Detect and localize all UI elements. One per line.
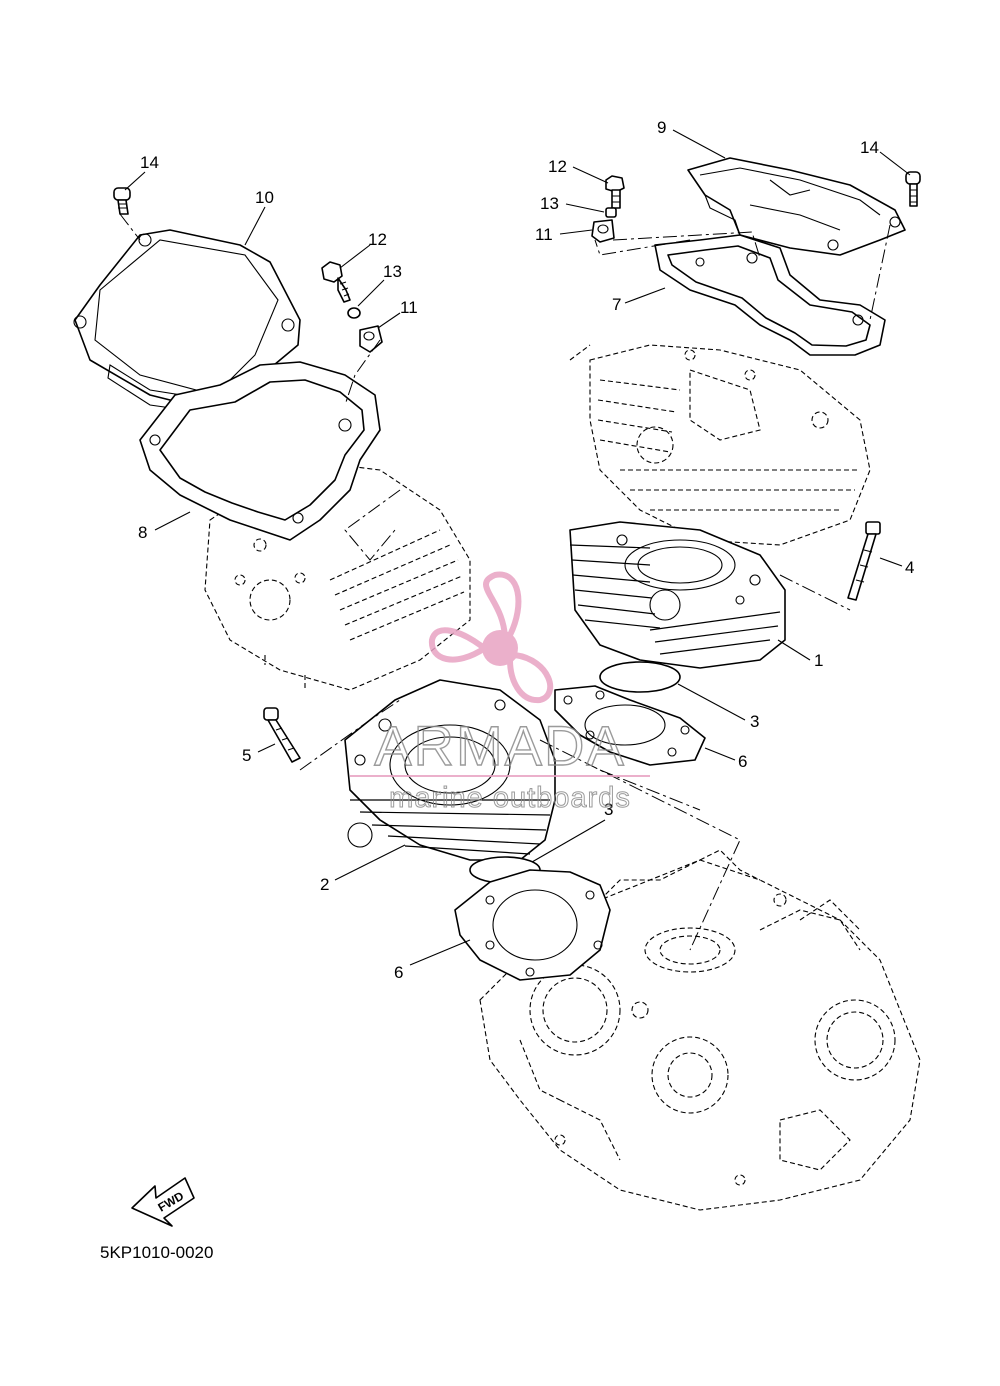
propeller-logo <box>428 571 554 704</box>
bolt-4 <box>847 521 881 601</box>
washer-13-left <box>347 307 361 319</box>
callout-8: 8 <box>138 523 147 542</box>
cylinder-right <box>569 521 786 669</box>
left-cylinder-head-outline <box>204 459 471 691</box>
assembly-center-lines <box>119 213 891 951</box>
callout-12: 12 <box>368 230 387 249</box>
armada-watermark: ARMADA marine outboards <box>350 571 650 815</box>
callout-5: 5 <box>242 746 251 765</box>
callout-13: 13 <box>540 194 559 213</box>
head-cover-gasket-left <box>139 361 381 541</box>
callout-labels: 14 10 12 13 11 8 5 2 3 6 9 14 12 13 11 7… <box>138 118 914 982</box>
callout-11: 11 <box>535 225 553 244</box>
callout-13: 13 <box>383 262 402 281</box>
callout-14: 14 <box>140 153 159 172</box>
callout-12: 12 <box>548 157 567 176</box>
washer-13-right <box>605 207 617 218</box>
o-ring-right <box>599 661 681 693</box>
crankcase-outline <box>479 849 921 1211</box>
callout-2: 2 <box>320 875 329 894</box>
bolt-14-left <box>113 187 131 215</box>
callout-10: 10 <box>255 188 274 207</box>
grommet-11-right <box>591 219 615 243</box>
right-cylinder-head-outline <box>569 344 871 546</box>
bolt-5 <box>263 707 301 763</box>
callout-leaders <box>124 129 911 966</box>
callout-9: 9 <box>657 118 666 137</box>
callout-1: 1 <box>814 651 823 670</box>
callout-6: 6 <box>394 963 403 982</box>
watermark-tagline: marine outboards <box>389 782 631 814</box>
callout-14: 14 <box>860 138 879 157</box>
bolt-12-left <box>321 261 351 303</box>
head-cover-right <box>687 157 906 256</box>
callout-11: 11 <box>400 298 418 317</box>
callout-7: 7 <box>612 295 621 314</box>
grommet-11-left <box>359 325 383 353</box>
diagram-code: 5KP1010-0020 <box>100 1243 213 1262</box>
callout-3: 3 <box>604 800 613 819</box>
fwd-arrow: FWD <box>131 1177 195 1227</box>
watermark-brand: ARMADA <box>374 714 626 777</box>
callout-3: 3 <box>750 712 759 731</box>
base-gasket-right <box>554 685 706 766</box>
bolt-12-right <box>605 175 625 209</box>
callout-6: 6 <box>738 752 747 771</box>
base-gasket-left <box>454 869 611 981</box>
bolt-14-right <box>905 171 921 207</box>
head-cover-left <box>73 229 301 413</box>
head-cover-gasket-right <box>654 234 886 356</box>
callout-4: 4 <box>905 558 914 577</box>
cylinder-left <box>344 679 556 861</box>
